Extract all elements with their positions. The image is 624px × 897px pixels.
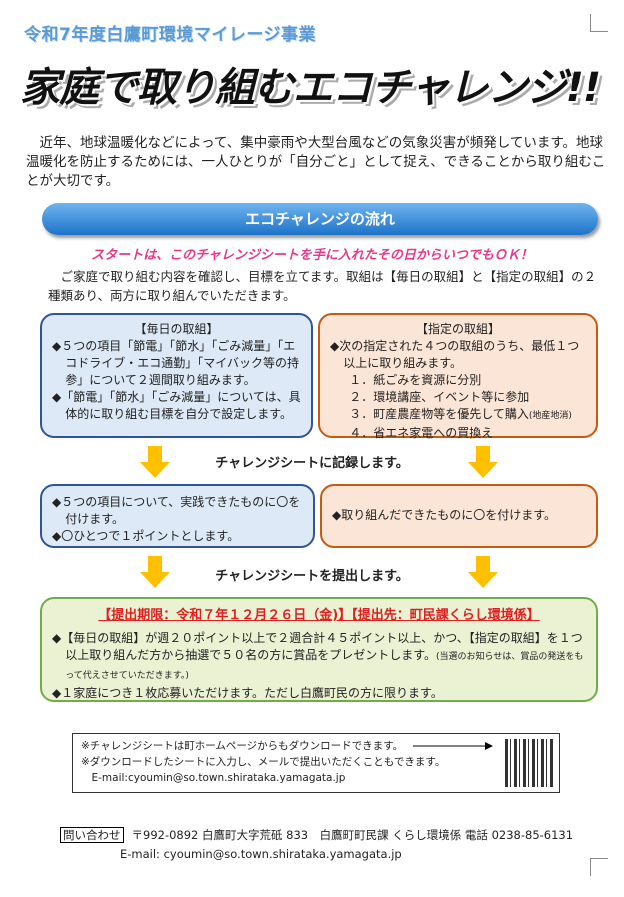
start-note: スタートは、このチャレンジシートを手に入れたその日からいつでもＯＫ！ [91, 248, 533, 263]
contact-footer: 問い合わせ〒992-0892 白鷹町大字荒砥 833 白鷹町町民課 くらし環境係… [60, 826, 608, 864]
margin-mark [590, 858, 608, 876]
record-item: ◆〇ひとつで１ポイントとします。 [52, 529, 240, 543]
submit-box: 【提出期限：令和７年１２月２６日（金)】【提出先：町民課くらし環境係】 ◆【毎日… [40, 597, 598, 702]
page-title: 家庭で取り組むエコチャレンジ!! [20, 65, 601, 111]
down-arrow-icon [140, 446, 170, 478]
designated-item: ４．省エネ家電への買換え [349, 426, 494, 440]
designated-heading: 【指定の取組】 [415, 322, 500, 336]
down-arrow-icon [468, 556, 498, 588]
intro-paragraph: 近年、地球温暖化などによって、集中豪雨や大型台風などの気象災害が頻発しています。… [26, 135, 606, 189]
note-email: E-mail:cyoumin@so.town.shirataka.yamagat… [81, 772, 346, 784]
note-line: ※ダウンロードしたシートに入力し、メールで提出いただくこともできます。 [81, 756, 446, 768]
designated-item: ３．町産農産物等を優先して購入(地産地消) [349, 407, 572, 421]
down-arrow-icon [140, 556, 170, 588]
step-submit: チャレンジシートを提出します。 [215, 569, 409, 584]
record-item: ◆取り組んだできたものに〇を付けます。 [332, 508, 557, 522]
note-line: ※チャレンジシートは町ホームページからもダウンロードできます。 [81, 740, 404, 752]
designated-intro: ◆次の指定された４つの取組のうち、最低１つ以上に取り組みます。 [330, 339, 580, 370]
winner-note: (当選のお知らせは、賞品の発送をもって代えさせていただきます。) [65, 652, 584, 681]
subtitle: 令和7年度白鷹町環境マイレージ事業 [24, 25, 316, 45]
contact-email: E-mail: cyoumin@so.town.shirataka.yamaga… [120, 847, 402, 861]
local-production-note: (地産地消) [528, 411, 572, 421]
daily-item: ◆「節電」「節水」「ごみ減量」については、具体的に取り組む目標を自分で設定します… [52, 390, 301, 421]
down-arrow-icon [468, 446, 498, 478]
qr-code[interactable] [505, 739, 553, 787]
record-designated-box: ◆取り組んだできたものに〇を付けます。 [320, 484, 598, 548]
submit-item: ◆【毎日の取組】が週２０ポイント以上で２週合計４５ポイント以上、かつ、【指定の取… [52, 631, 584, 681]
arrow-right-icon [413, 742, 493, 750]
designated-item: ２．環境講座、イベント等に参加 [349, 390, 530, 404]
daily-heading: 【毎日の取組】 [134, 322, 219, 336]
margin-mark [590, 14, 608, 32]
contact-tag: 問い合わせ [60, 827, 124, 843]
designated-box: 【指定の取組】 ◆次の指定された４つの取組のうち、最低１つ以上に取り組みます。 … [318, 313, 598, 440]
daily-box: 【毎日の取組】 ◆５つの項目「節電」「節水」「ごみ減量」「エコドライブ・エコ通勤… [40, 313, 313, 438]
submit-item: ◆１家庭につき１枚応募いただけます。ただし白鷹町民の方に限ります。 [52, 686, 443, 700]
contact-address: 〒992-0892 白鷹町大字荒砥 833 白鷹町町民課 くらし環境係 電話 0… [131, 828, 574, 842]
download-note: ※チャレンジシートは町ホームページからもダウンロードできます。 ※ダウンロードし… [72, 733, 560, 793]
record-item: ◆５つの項目について、実践できたものに〇を付けます。 [52, 495, 301, 526]
daily-item: ◆５つの項目「節電」「節水」「ごみ減量」「エコドライブ・エコ通勤」「マイバック等… [52, 339, 299, 387]
flow-banner: エコチャレンジの流れ [42, 203, 598, 235]
record-daily-box: ◆５つの項目について、実践できたものに〇を付けます。 ◆〇ひとつで１ポイントとし… [40, 484, 315, 548]
designated-item: １．紙ごみを資源に分別 [349, 373, 482, 387]
deadline: 【提出期限：令和７年１２月２６日（金)】【提出先：町民課くらし環境係】 [98, 608, 540, 623]
step-record: チャレンジシートに記録します。 [215, 456, 409, 471]
howto-text: ご家庭で取り組む内容を確認し、目標を立てます。取組は【毎日の取組】と【指定の取組… [48, 269, 597, 303]
